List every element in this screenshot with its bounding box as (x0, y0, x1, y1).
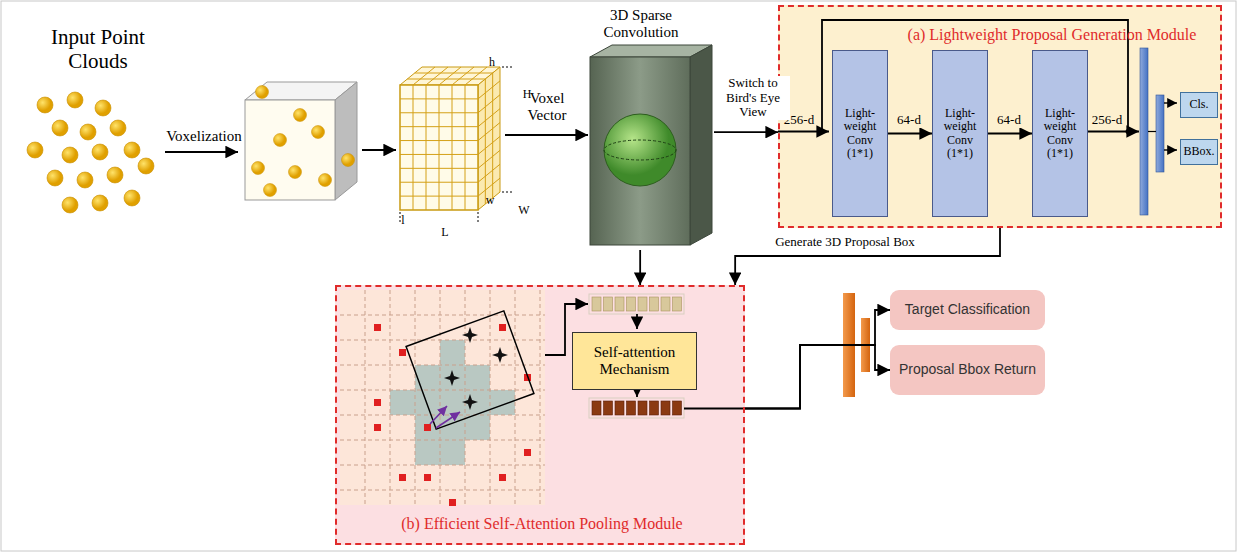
node-text: Light-weight Conv (1*1) (1036, 107, 1084, 161)
dimension-label: W (516, 204, 532, 217)
dimension-leader (502, 67, 514, 68)
connector-arrow (745, 345, 890, 409)
node-text: (a) Lightweight Proposal Generation Modu… (892, 26, 1212, 44)
feature-bar (1140, 48, 1148, 215)
connector-arrow (639, 250, 641, 285)
dimension-leader (478, 212, 479, 222)
junction (1126, 129, 1131, 134)
step-label: Voxelization (166, 128, 242, 145)
feature-bar (1156, 95, 1164, 172)
node-text: Target Classification (905, 302, 1030, 318)
query-arrow (430, 406, 447, 424)
result-box: Proposal Bbox Return (890, 345, 1045, 395)
edge-label: 64-d (991, 113, 1027, 128)
edge-label: Generate 3D Proposal Box (755, 235, 935, 250)
dimension-label: w (484, 194, 496, 207)
sparse-conv-illustration (590, 45, 712, 245)
node-text: BBox. (1184, 145, 1215, 158)
node-text: Light-weight Conv (1*1) (836, 107, 884, 161)
module-fill (778, 5, 1222, 228)
conv-box: Light-weight Conv (1*1) (932, 50, 988, 217)
flow-arrow (636, 314, 638, 329)
connector-arrow (988, 133, 1032, 135)
dimension-leader (502, 192, 514, 193)
flow-arrow (1164, 102, 1177, 103)
dimension-label: L (438, 226, 452, 239)
sparse-conv-block: 3D Sparse Convolution (572, 5, 714, 250)
token-frame (589, 294, 684, 314)
flow-arrow (1164, 149, 1177, 150)
query-arrow (436, 412, 460, 428)
token-row (592, 401, 682, 415)
junction (820, 129, 825, 134)
node-text: Cls. (1189, 98, 1208, 111)
voxel-grid (400, 67, 500, 210)
connector-arrow (745, 310, 890, 409)
module-fill (335, 285, 745, 545)
connector-arrow (735, 228, 1000, 285)
flow-arrow (636, 389, 638, 397)
node-text: 3D Sparse Convolution (582, 7, 700, 41)
voxel-cube (245, 82, 357, 200)
token-row (592, 297, 682, 311)
node-text: (b) Efficient Self-Attention Pooling Mod… (347, 515, 737, 533)
edge-label: Switch to Bird's Eye View (716, 76, 790, 120)
input-title: Input Point Clouds (38, 26, 158, 73)
flow-arrow (505, 134, 588, 136)
voxel-pooling-illustration (340, 290, 545, 506)
flow-arrow (684, 408, 745, 410)
point-cloud (27, 92, 154, 213)
module-panel: (b) Efficient Self-Attention Pooling Mod… (335, 285, 745, 545)
flow-arrow (1087, 131, 1139, 133)
output-box: Cls. (1180, 92, 1218, 118)
dimension-leader (400, 212, 401, 222)
dimension-label: h (486, 56, 498, 69)
node-text: Light-weight Conv (1*1) (936, 107, 984, 161)
conv-box: Light-weight Conv (1*1) (1032, 50, 1088, 217)
token-frame (589, 398, 684, 418)
step-label: Voxel Vector (516, 90, 578, 124)
dimension-label: 256-d (1089, 113, 1125, 128)
connector-arrow (714, 131, 778, 133)
result-box: Target Classification (890, 290, 1045, 330)
node-text: Proposal Bbox Return (899, 362, 1036, 378)
conv-box: Light-weight Conv (1*1) (832, 50, 888, 217)
dimension-label: l (398, 214, 408, 227)
connector-arrow (888, 133, 932, 135)
edge-label: 64-d (891, 113, 927, 128)
attention-box: Self-attention Mechanism (572, 332, 697, 390)
flow-arrow (1148, 131, 1156, 132)
output-box: BBox. (1180, 139, 1218, 165)
flow-arrow (165, 151, 238, 153)
node-text: Self-attention Mechanism (576, 344, 693, 378)
flow-arrow (362, 149, 396, 151)
